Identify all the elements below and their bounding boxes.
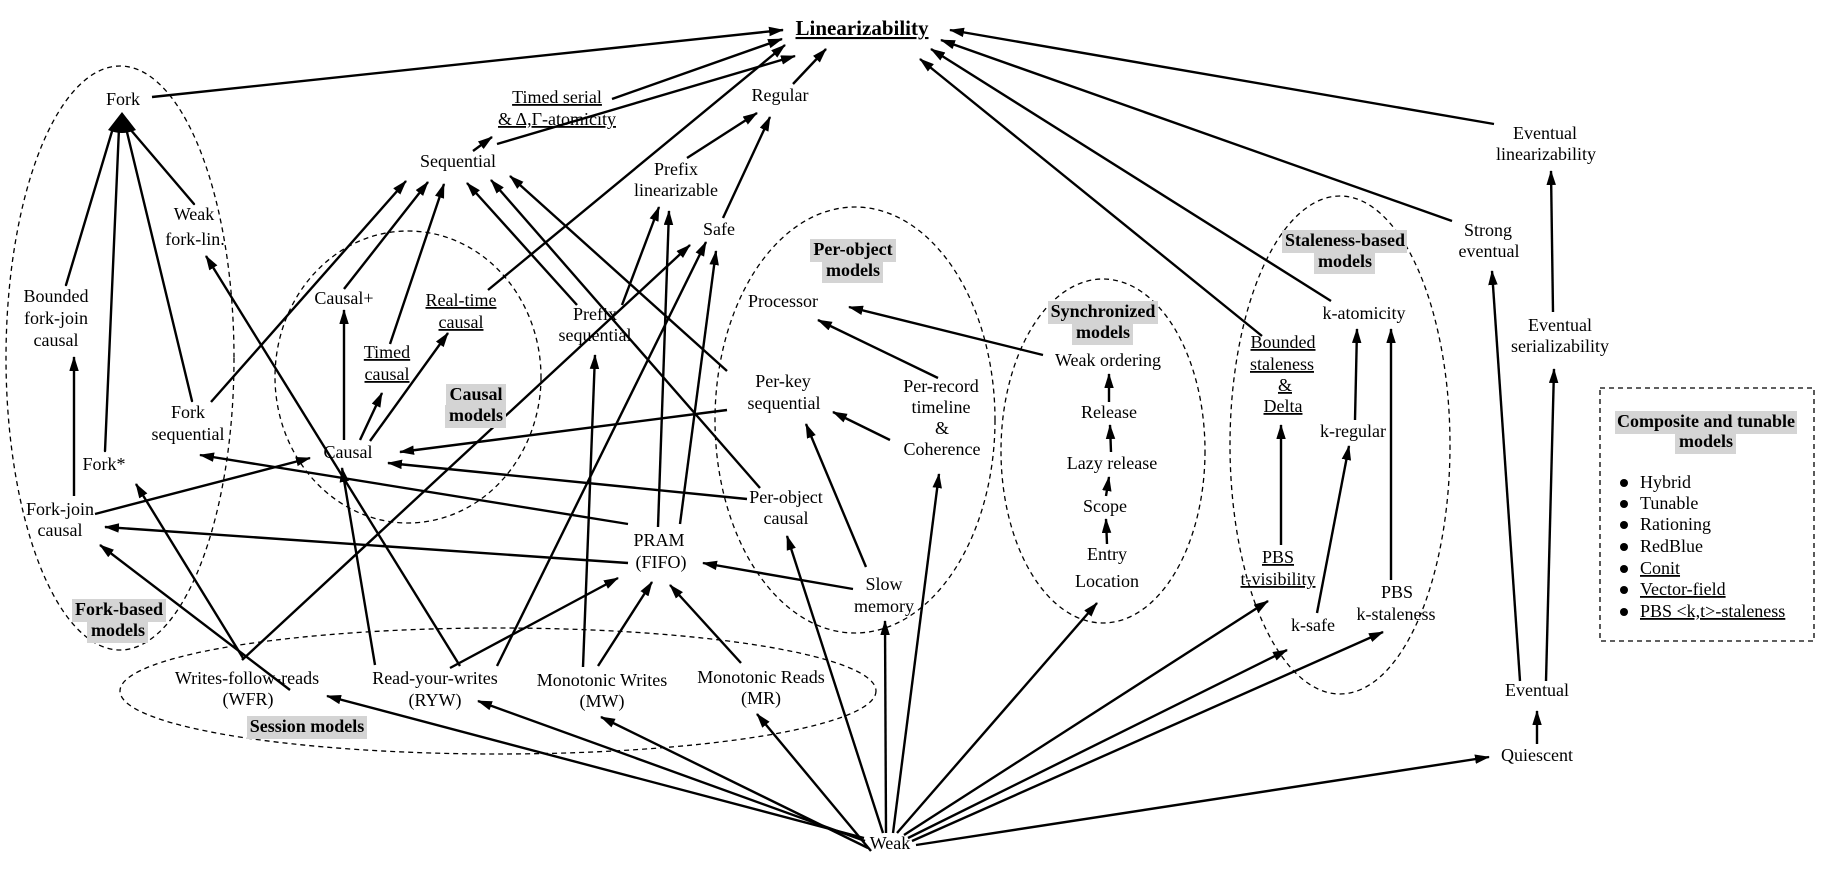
svg-text:fork-lin.: fork-lin. bbox=[165, 229, 224, 249]
svg-text:Composite and tunable: Composite and tunable bbox=[1617, 411, 1795, 431]
svg-text:models: models bbox=[826, 260, 880, 280]
svg-text:Processor: Processor bbox=[748, 291, 818, 311]
svg-text:linearizable: linearizable bbox=[634, 180, 718, 200]
svg-text:Staleness-based: Staleness-based bbox=[1285, 230, 1405, 250]
svg-text:Real-time: Real-time bbox=[426, 290, 497, 310]
svg-text:Fork: Fork bbox=[106, 89, 140, 109]
svg-text:Fork-join: Fork-join bbox=[26, 499, 94, 519]
svg-text:Weak: Weak bbox=[870, 833, 911, 853]
svg-text:Causal: Causal bbox=[449, 384, 502, 404]
svg-text:models: models bbox=[1076, 322, 1130, 342]
svg-text:Scope: Scope bbox=[1083, 496, 1127, 516]
svg-text:Lazy release: Lazy release bbox=[1067, 453, 1157, 473]
svg-text:PBS: PBS bbox=[1262, 547, 1294, 567]
svg-text:Fork-based: Fork-based bbox=[75, 599, 163, 619]
svg-text:k-staleness: k-staleness bbox=[1357, 604, 1436, 624]
svg-text:Weak: Weak bbox=[174, 204, 215, 224]
svg-text:Conit: Conit bbox=[1640, 558, 1680, 578]
svg-text:Session models: Session models bbox=[250, 716, 365, 736]
svg-text:Slow: Slow bbox=[865, 574, 902, 594]
svg-text:Monotonic Reads: Monotonic Reads bbox=[697, 667, 825, 687]
svg-text:Read-your-writes: Read-your-writes bbox=[372, 668, 498, 688]
svg-text:models: models bbox=[449, 405, 503, 425]
svg-text:k-safe: k-safe bbox=[1291, 615, 1335, 635]
svg-text:fork-join: fork-join bbox=[24, 308, 88, 328]
svg-text:Rationing: Rationing bbox=[1640, 514, 1711, 534]
svg-text:PBS <k,t>-staleness: PBS <k,t>-staleness bbox=[1640, 601, 1785, 621]
svg-text:k-regular: k-regular bbox=[1320, 421, 1386, 441]
svg-text:Strong: Strong bbox=[1464, 220, 1512, 240]
svg-text:t-visibility: t-visibility bbox=[1240, 569, 1315, 589]
svg-text:Delta: Delta bbox=[1264, 396, 1303, 416]
svg-text:causal: causal bbox=[764, 508, 809, 528]
svg-text:Eventual: Eventual bbox=[1528, 315, 1592, 335]
svg-text:Linearizability: Linearizability bbox=[796, 16, 929, 40]
svg-text:Per-object: Per-object bbox=[813, 239, 892, 259]
svg-text:Bounded: Bounded bbox=[24, 286, 89, 306]
svg-text:models: models bbox=[1318, 251, 1372, 271]
svg-text:&: & bbox=[1278, 375, 1292, 395]
svg-text:sequential: sequential bbox=[748, 393, 821, 413]
svg-text:Entry: Entry bbox=[1087, 544, 1127, 564]
svg-text:sequential: sequential bbox=[559, 325, 632, 345]
svg-text:Monotonic Writes: Monotonic Writes bbox=[537, 670, 667, 690]
svg-text:Regular: Regular bbox=[752, 85, 809, 105]
svg-text:k-atomicity: k-atomicity bbox=[1323, 303, 1406, 323]
svg-text:Causal+: Causal+ bbox=[314, 288, 373, 308]
svg-text:Prefix: Prefix bbox=[654, 159, 698, 179]
svg-text:PRAM: PRAM bbox=[633, 530, 684, 550]
svg-text:Per-object: Per-object bbox=[749, 487, 823, 507]
svg-text:linearizability: linearizability bbox=[1496, 144, 1596, 164]
svg-text:Vector-field: Vector-field bbox=[1640, 579, 1726, 599]
svg-text:Prefix: Prefix bbox=[573, 304, 617, 324]
svg-text:Fork: Fork bbox=[171, 402, 205, 422]
svg-text:staleness: staleness bbox=[1250, 354, 1314, 374]
svg-text:models: models bbox=[91, 620, 145, 640]
svg-text:&: & bbox=[935, 418, 949, 438]
svg-text:Causal: Causal bbox=[324, 442, 373, 462]
svg-text:Bounded: Bounded bbox=[1251, 332, 1316, 352]
svg-text:Sequential: Sequential bbox=[420, 151, 496, 171]
svg-text:Timed serial: Timed serial bbox=[512, 87, 602, 107]
svg-text:Coherence: Coherence bbox=[904, 439, 981, 459]
svg-text:models: models bbox=[1679, 431, 1733, 451]
svg-text:memory: memory bbox=[854, 596, 914, 616]
svg-text:Eventual: Eventual bbox=[1505, 680, 1569, 700]
svg-text:Per-record: Per-record bbox=[903, 376, 979, 396]
svg-text:causal: causal bbox=[439, 312, 484, 332]
svg-text:(MW): (MW) bbox=[580, 691, 625, 712]
svg-text:(FIFO): (FIFO) bbox=[635, 552, 686, 573]
svg-text:causal: causal bbox=[365, 364, 410, 384]
svg-text:Timed: Timed bbox=[364, 342, 410, 362]
svg-text:Tunable: Tunable bbox=[1640, 493, 1698, 513]
svg-text:Safe: Safe bbox=[703, 219, 735, 239]
svg-text:(MR): (MR) bbox=[741, 688, 781, 709]
svg-text:Weak ordering: Weak ordering bbox=[1055, 350, 1161, 370]
svg-text:serializability: serializability bbox=[1511, 336, 1609, 356]
svg-text:(RYW): (RYW) bbox=[409, 690, 462, 711]
svg-text:& Δ,Γ-atomicity: & Δ,Γ-atomicity bbox=[498, 109, 616, 129]
svg-text:PBS: PBS bbox=[1381, 582, 1413, 602]
svg-text:RedBlue: RedBlue bbox=[1640, 536, 1703, 556]
svg-text:eventual: eventual bbox=[1459, 241, 1520, 261]
svg-text:Per-key: Per-key bbox=[755, 371, 811, 391]
svg-text:Fork*: Fork* bbox=[82, 454, 125, 474]
svg-text:Quiescent: Quiescent bbox=[1501, 745, 1573, 765]
svg-text:Writes-follow-reads: Writes-follow-reads bbox=[175, 668, 319, 688]
svg-text:(WFR): (WFR) bbox=[223, 689, 274, 710]
svg-text:Eventual: Eventual bbox=[1513, 123, 1577, 143]
svg-text:Release: Release bbox=[1081, 402, 1137, 422]
svg-text:causal: causal bbox=[34, 330, 79, 350]
svg-text:Synchronized: Synchronized bbox=[1051, 301, 1156, 321]
svg-text:Location: Location bbox=[1075, 571, 1139, 591]
svg-text:timeline: timeline bbox=[912, 397, 971, 417]
svg-text:causal: causal bbox=[38, 520, 83, 540]
svg-text:sequential: sequential bbox=[152, 424, 225, 444]
svg-text:Hybrid: Hybrid bbox=[1640, 472, 1691, 492]
